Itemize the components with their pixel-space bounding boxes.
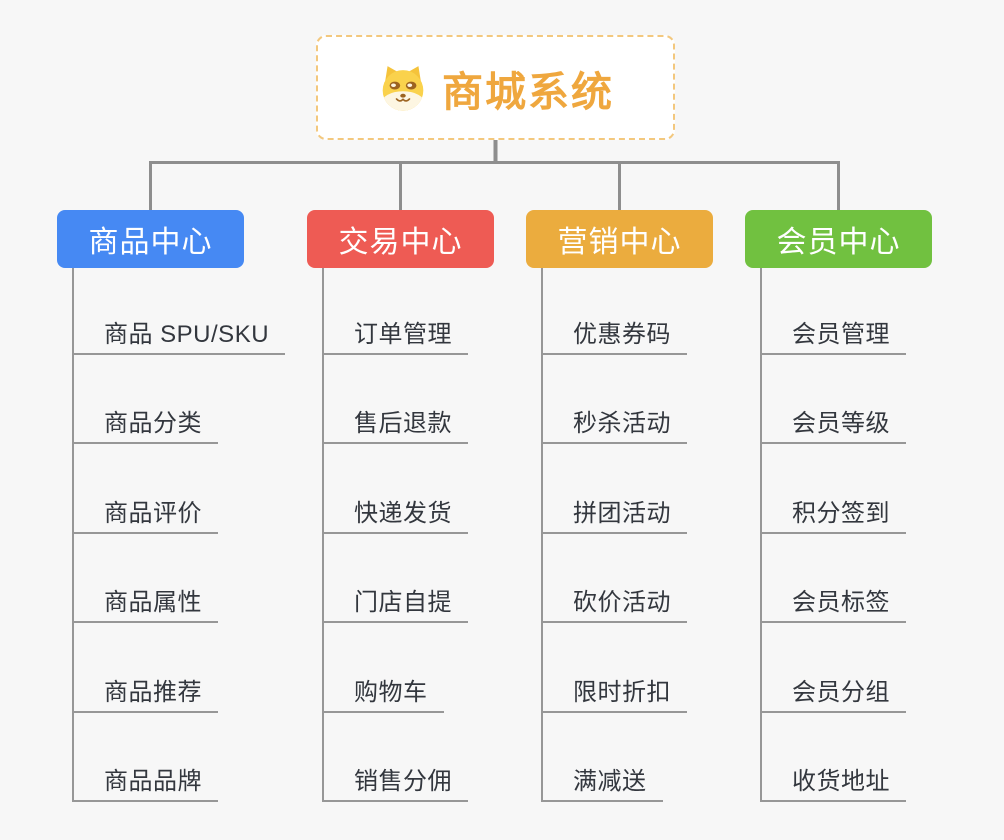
child-item-label: 会员管理 <box>792 321 890 348</box>
child-item[interactable]: 购物车 <box>322 673 444 713</box>
child-item-label: 商品 SPU/SKU <box>104 321 270 348</box>
branch-node-1[interactable]: 商品中心 <box>57 210 244 268</box>
child-item[interactable]: 积分签到 <box>760 494 906 534</box>
child-item-label: 售后退款 <box>354 410 452 437</box>
child-item-label: 商品分类 <box>104 410 202 437</box>
child-item-label: 拼团活动 <box>573 500 671 527</box>
child-item[interactable]: 会员管理 <box>760 315 906 355</box>
child-item[interactable]: 快递发货 <box>322 494 468 534</box>
child-item-label: 收货地址 <box>792 768 890 795</box>
child-item-label: 快递发货 <box>354 500 452 527</box>
child-item[interactable]: 商品属性 <box>72 583 218 623</box>
child-item-label: 商品属性 <box>104 589 202 616</box>
child-item[interactable]: 限时折扣 <box>541 673 687 713</box>
child-item-label: 会员等级 <box>792 410 890 437</box>
child-item[interactable]: 商品 SPU/SKU <box>72 315 286 355</box>
child-item-label: 订单管理 <box>354 321 452 348</box>
branch-label: 营销中心 <box>557 226 682 259</box>
child-item[interactable]: 门店自提 <box>322 583 468 623</box>
child-item-label: 优惠券码 <box>573 321 671 348</box>
child-item[interactable]: 售后退款 <box>322 404 468 444</box>
branch-node-4[interactable]: 会员中心 <box>745 210 932 268</box>
root-label: 商城系统 <box>442 68 614 115</box>
child-item[interactable]: 会员等级 <box>760 404 906 444</box>
branch-trunk-line <box>760 268 762 802</box>
dog-icon <box>377 62 429 114</box>
child-item-label: 会员分组 <box>792 679 890 706</box>
child-item-label: 会员标签 <box>792 589 890 616</box>
branch-trunk-line <box>322 268 324 802</box>
branch-label: 交易中心 <box>338 226 463 259</box>
child-item-label: 购物车 <box>354 679 428 706</box>
child-item-label: 商品评价 <box>104 500 202 527</box>
child-item[interactable]: 订单管理 <box>322 315 468 355</box>
child-item-label: 商品推荐 <box>104 679 202 706</box>
branch-node-2[interactable]: 交易中心 <box>307 210 494 268</box>
child-item[interactable]: 商品评价 <box>72 494 218 534</box>
child-item[interactable]: 砍价活动 <box>541 583 687 623</box>
branch-label: 会员中心 <box>776 226 901 259</box>
child-item-label: 限时折扣 <box>573 679 671 706</box>
child-item[interactable]: 商品品牌 <box>72 762 218 802</box>
child-item[interactable]: 拼团活动 <box>541 494 687 534</box>
child-item[interactable]: 收货地址 <box>760 762 906 802</box>
child-item-label: 秒杀活动 <box>573 410 671 437</box>
child-item[interactable]: 销售分佣 <box>322 762 468 802</box>
root-node[interactable]: 商城系统 <box>316 35 675 140</box>
child-item[interactable]: 商品分类 <box>72 404 218 444</box>
child-item-label: 砍价活动 <box>573 589 671 616</box>
branch-label: 商品中心 <box>88 226 213 259</box>
child-item[interactable]: 满减送 <box>541 762 663 802</box>
child-item[interactable]: 秒杀活动 <box>541 404 687 444</box>
child-item[interactable]: 会员分组 <box>760 673 906 713</box>
child-item-label: 商品品牌 <box>104 768 202 795</box>
child-item[interactable]: 商品推荐 <box>72 673 218 713</box>
child-item-label: 积分签到 <box>792 500 890 527</box>
child-item-label: 门店自提 <box>354 589 452 616</box>
branch-trunk-line <box>72 268 74 802</box>
child-item-label: 满减送 <box>573 768 647 795</box>
branch-trunk-line <box>541 268 543 802</box>
child-item[interactable]: 优惠券码 <box>541 315 687 355</box>
child-item-label: 销售分佣 <box>354 768 452 795</box>
child-item[interactable]: 会员标签 <box>760 583 906 623</box>
branch-node-3[interactable]: 营销中心 <box>526 210 713 268</box>
